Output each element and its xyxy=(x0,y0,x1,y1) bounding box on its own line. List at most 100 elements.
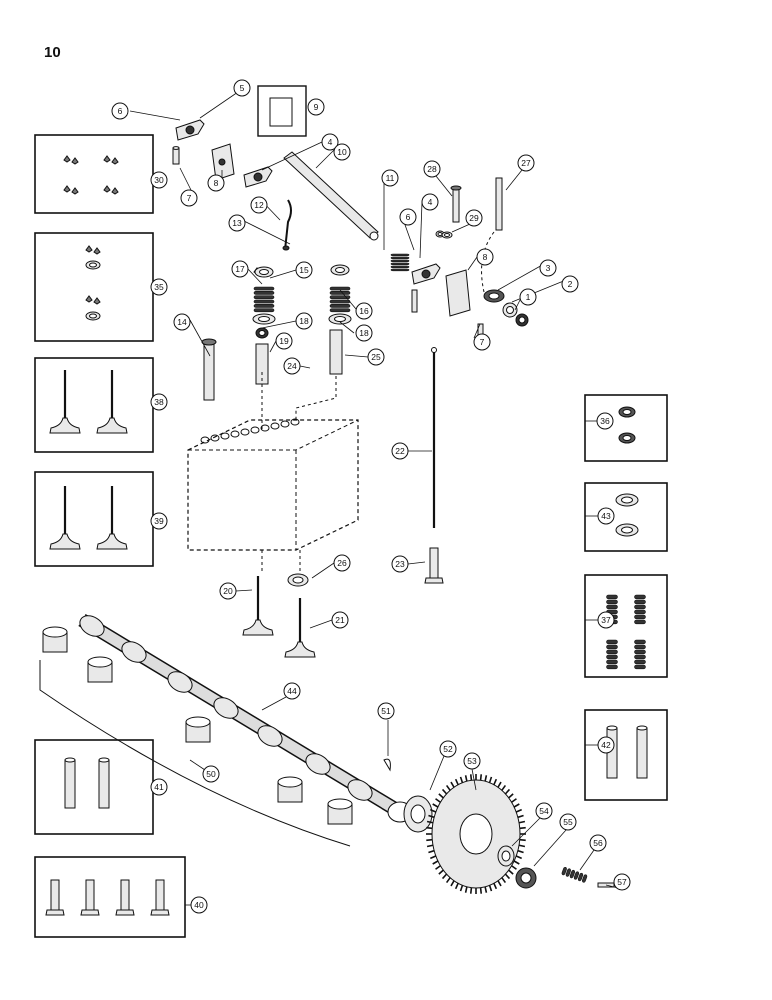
callout-1: 1 xyxy=(519,288,537,306)
callout-circle xyxy=(333,143,351,161)
leader-line xyxy=(403,221,415,251)
callout-label: 11 xyxy=(386,173,395,183)
callout-circle xyxy=(190,896,208,914)
leader-line xyxy=(269,340,277,353)
valve-in-kit xyxy=(49,370,81,434)
callout-circle xyxy=(231,260,249,278)
camshaft-50 xyxy=(78,614,413,823)
callout-label: 8 xyxy=(214,178,219,188)
washer-2 xyxy=(502,302,518,318)
cam-lobe xyxy=(121,641,147,663)
callout-label: 17 xyxy=(235,264,245,274)
keeper xyxy=(85,245,93,253)
callout-52: 52 xyxy=(439,740,457,758)
leader-line xyxy=(451,223,471,233)
gear-hub xyxy=(459,813,493,855)
port xyxy=(280,420,290,428)
callout-circle xyxy=(421,193,439,211)
callout-18: 18 xyxy=(355,324,373,342)
dash-guide xyxy=(295,376,337,422)
spring-cap xyxy=(85,260,101,270)
callout-label: 6 xyxy=(118,106,123,116)
leader-line xyxy=(344,354,369,358)
callout-20: 20 xyxy=(219,582,237,600)
clip-1 xyxy=(515,313,529,327)
callout-label: 20 xyxy=(223,586,233,596)
callout-39: 39 xyxy=(150,512,168,530)
callout-19: 19 xyxy=(275,332,293,350)
callout-28: 28 xyxy=(423,160,441,178)
valve-guide xyxy=(64,759,76,809)
callout-circle xyxy=(399,208,417,226)
head-outline xyxy=(187,419,359,551)
callout-label: 56 xyxy=(593,838,603,848)
callout-label: 15 xyxy=(299,265,309,275)
callout-label: 3 xyxy=(546,263,551,273)
callout-circle xyxy=(535,802,553,820)
tappet-in-kit xyxy=(80,879,100,916)
leader-line xyxy=(235,589,253,592)
callout-label: 54 xyxy=(539,806,549,816)
port xyxy=(210,434,220,442)
callout-24: 24 xyxy=(283,357,301,375)
callout-circle xyxy=(355,302,373,320)
callout-circle xyxy=(423,160,441,178)
leader-line xyxy=(315,149,335,169)
leader-line xyxy=(261,320,297,329)
keeper xyxy=(103,155,111,163)
leader-line xyxy=(467,256,478,271)
thrust-washer-52 xyxy=(403,795,433,833)
callout-label: 12 xyxy=(254,200,264,210)
callout-circle xyxy=(233,79,251,97)
callout-circle xyxy=(539,259,557,277)
port xyxy=(230,430,240,438)
callout-circle xyxy=(597,611,615,629)
callout-12: 12 xyxy=(250,196,268,214)
keeper xyxy=(103,185,111,193)
valve-in-kit xyxy=(96,486,128,550)
tappet-in-kit xyxy=(115,879,135,916)
washer-30 xyxy=(441,231,453,239)
leader-line xyxy=(511,817,541,847)
leader-line xyxy=(497,263,545,291)
callout-label: 36 xyxy=(600,416,610,426)
valve-spring xyxy=(606,639,618,670)
callout-label: 26 xyxy=(337,558,347,568)
callout-circle xyxy=(377,702,395,720)
valve-seat-insert xyxy=(615,523,639,537)
callout-circle xyxy=(150,512,168,530)
callout-55: 55 xyxy=(559,813,577,831)
callout-label: 16 xyxy=(359,306,369,316)
callout-label: 13 xyxy=(232,218,242,228)
callout-51: 51 xyxy=(377,702,395,720)
cylinder-head xyxy=(187,418,359,551)
leader-line xyxy=(261,696,287,711)
leader-line xyxy=(407,561,426,565)
callout-label: 21 xyxy=(335,615,345,625)
callout-2: 2 xyxy=(561,275,579,293)
callout-26: 26 xyxy=(333,554,351,572)
callout-circle xyxy=(173,313,191,331)
callout-label: 39 xyxy=(154,516,164,526)
spring-57 xyxy=(561,866,588,883)
leader-line xyxy=(505,169,523,191)
callout-41: 41 xyxy=(150,778,168,796)
callout-circle xyxy=(597,507,615,525)
washer-55 xyxy=(497,845,515,867)
callout-circle xyxy=(295,312,313,330)
seal xyxy=(618,432,636,444)
key-54 xyxy=(383,758,391,772)
leader-line xyxy=(471,768,477,791)
callout-14: 14 xyxy=(173,313,191,331)
dashed-link xyxy=(481,231,495,293)
callout-circle xyxy=(202,765,220,783)
leader-line xyxy=(311,562,335,579)
leader-line xyxy=(309,619,333,629)
callout-circle xyxy=(517,154,535,172)
callout-23: 23 xyxy=(391,555,409,573)
tappet-in-kit xyxy=(150,879,170,916)
callout-circle xyxy=(589,834,607,852)
kit-box-35 xyxy=(34,134,154,214)
